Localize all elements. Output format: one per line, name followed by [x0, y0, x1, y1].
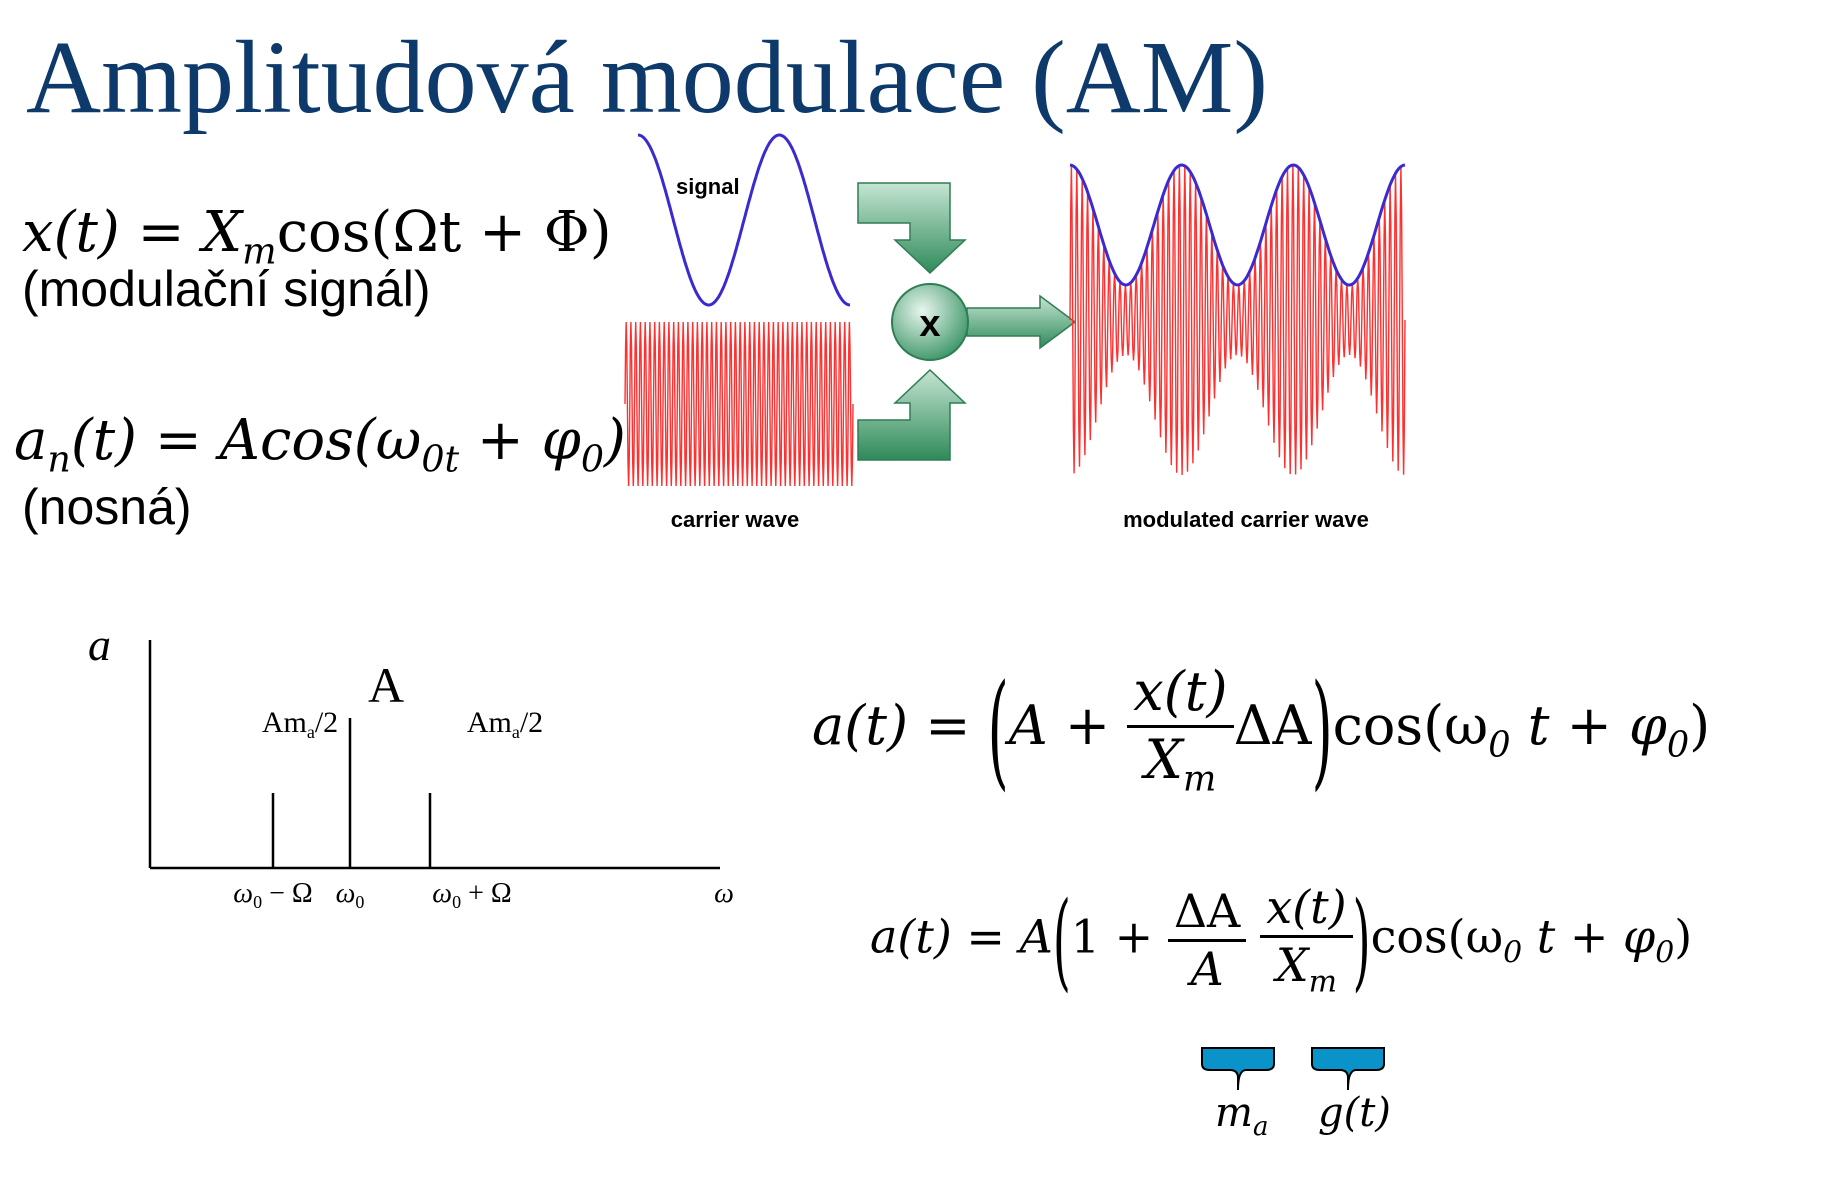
page-title: Amplitudová modulace (AM) — [26, 20, 1268, 135]
right-arrow — [966, 294, 1077, 350]
top-arrow — [857, 182, 967, 275]
carrier-eq-mid: (t) = Acos(ω — [70, 408, 422, 473]
f1-fraction: x(t)Xm — [1127, 660, 1234, 800]
f2-one: 1 + — [1070, 909, 1168, 964]
signal-eq-rhs: cos(Ωt + Φ) — [276, 200, 612, 265]
label-ma: ma — [1215, 1090, 1269, 1143]
carrier-eq-sub-0: 0 — [580, 437, 604, 481]
braces — [1201, 1047, 1385, 1091]
signal-label: signal — [676, 174, 740, 199]
f2-open-paren: ( — [1052, 878, 1071, 1003]
modulated-label: modulated carrier wave — [1123, 507, 1369, 532]
signal-eq-lhs: x(t) = X — [22, 200, 243, 265]
f1-a: A + — [1008, 694, 1128, 758]
spectrum-y-label: a — [88, 620, 111, 670]
brace-gt — [1311, 1047, 1385, 1091]
f2-fraction-2: x(t)Xm — [1260, 880, 1353, 1001]
carrier-label: carrier wave — [671, 507, 799, 532]
f2-tail-sub2: 0 — [1655, 935, 1675, 971]
f1-tail: cos(ω — [1332, 694, 1489, 758]
sideband-right-label: Ama/2 — [467, 706, 543, 742]
f2-tail-mid: t + φ — [1522, 909, 1656, 964]
f2-tail-sub: 0 — [1503, 935, 1523, 971]
f1-denominator: Xm — [1144, 727, 1217, 800]
carrier-note: (nosná) — [22, 479, 192, 535]
multiplier-symbol: x — [919, 303, 940, 345]
signal-wave — [637, 133, 851, 307]
f2-num1: ΔA — [1167, 884, 1247, 942]
f1-tail-sub: 0 — [1488, 724, 1511, 766]
modulated-wave-path — [1069, 164, 1406, 476]
label-gt: g(t) — [1318, 1090, 1391, 1136]
f2-num2: x(t) — [1260, 880, 1353, 939]
multiplier-circle — [891, 283, 969, 361]
f1-lhs: a(t) = — [812, 694, 988, 758]
modulation-diagram: signal carrier wave x modulated carrier … — [624, 133, 1406, 532]
bottom-arrow — [857, 368, 967, 461]
spectrum-A-label: A — [368, 657, 404, 713]
modulated-carrier-wave — [1069, 164, 1406, 476]
spectrum-plot: a A Ama/2 Ama/2 ω0 − Ω ω0 ω0 + Ω ω — [88, 620, 734, 912]
f2-den1: A — [1190, 941, 1224, 996]
f1-open-paren: ( — [987, 657, 1009, 803]
carrier-wave-path — [624, 321, 854, 487]
f1-close-paren: ) — [1311, 657, 1333, 803]
f1-tail-sub2: 0 — [1666, 724, 1690, 766]
tick-right: ω0 + Ω — [432, 878, 511, 912]
tick-center: ω0 — [336, 878, 365, 912]
carrier-equation: an(t) = Acos(ω0t + φ0) — [14, 408, 626, 481]
f1-delta: ΔA — [1233, 694, 1312, 758]
carrier-eq-sub-0t: 0t — [421, 437, 460, 481]
f2-tail: cos(ω — [1370, 909, 1504, 964]
signal-equation: x(t) = Xmcos(Ωt + Φ) — [22, 200, 612, 273]
carrier-eq-mid2: + φ — [459, 408, 581, 473]
sideband-left-label: Ama/2 — [262, 706, 338, 742]
f2-tail-end: ) — [1674, 909, 1693, 964]
tick-axis-omega: ω — [714, 878, 734, 909]
f1-numerator: x(t) — [1127, 660, 1234, 728]
f2-lhs: a(t) = A — [870, 909, 1053, 964]
tick-left: ω0 − Ω — [233, 878, 312, 912]
f2-den2: Xm — [1275, 938, 1337, 1000]
carrier-eq-sub-n: n — [47, 437, 71, 481]
carrier-eq-end: ) — [604, 408, 626, 473]
envelope-wave — [1069, 163, 1406, 287]
signal-note: (modulační signál) — [22, 261, 431, 317]
f2-close-paren: ) — [1352, 878, 1371, 1003]
f1-tail-mid: t + φ — [1510, 694, 1667, 758]
signal-eq-sub: m — [242, 229, 277, 273]
f1-tail-end: ) — [1689, 694, 1711, 758]
brace-ma — [1201, 1047, 1275, 1091]
carrier-wave — [624, 321, 854, 487]
carrier-eq-a: a — [14, 408, 48, 473]
